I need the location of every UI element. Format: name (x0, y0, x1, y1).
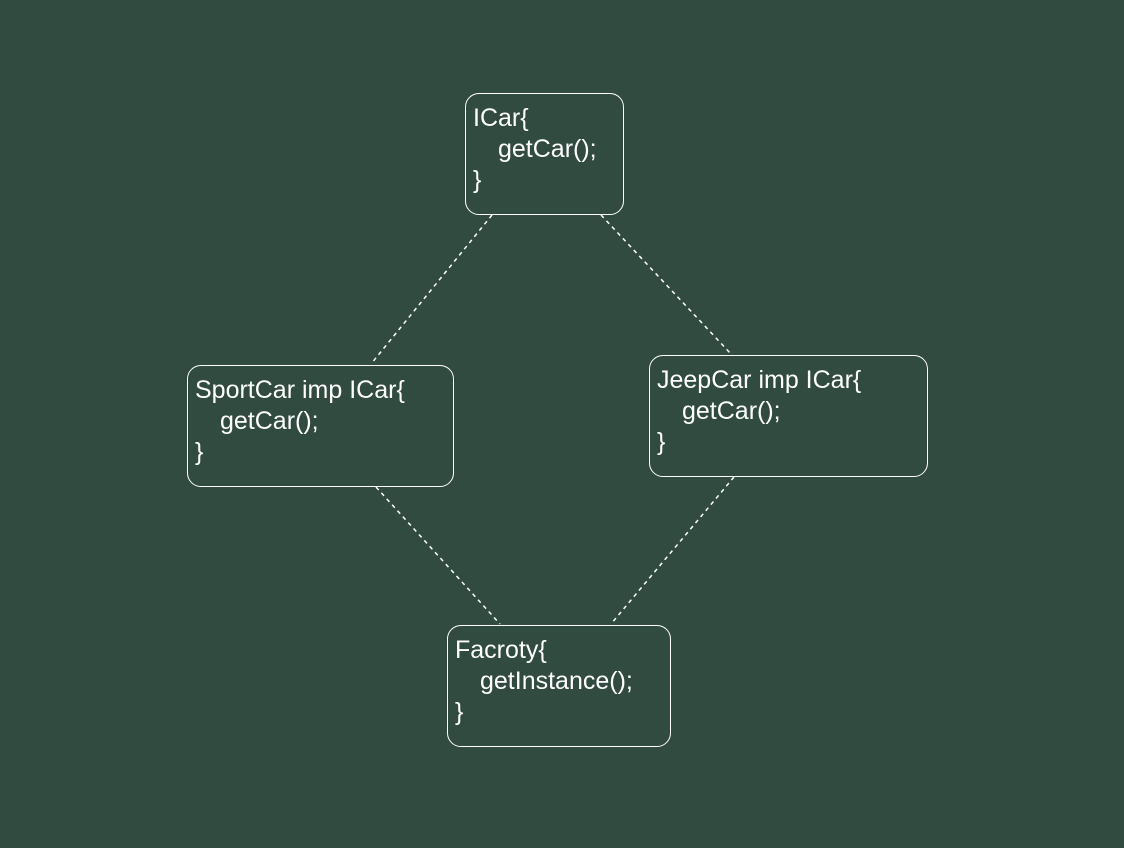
jeepcar-header: JeepCar imp ICar{ (657, 366, 862, 394)
icar-header: ICar{ (473, 104, 529, 132)
factory-close-brace: } (455, 698, 464, 726)
jeepcar-close-brace: } (657, 428, 666, 456)
edge-icar-sportcar (370, 214, 493, 365)
icar-method: getCar(); (498, 135, 597, 163)
factory-method: getInstance(); (480, 667, 633, 695)
jeepcar-method: getCar(); (682, 397, 781, 425)
sportcar-header: SportCar imp ICar{ (195, 376, 405, 404)
sportcar-close-brace: } (195, 438, 204, 466)
edge-jeepcar-factory (610, 476, 735, 625)
sportcar-method: getCar(); (220, 407, 319, 435)
edge-icar-jeepcar (600, 214, 732, 355)
jeepcar-class-node: JeepCar imp ICar{ getCar(); } (649, 355, 928, 477)
icar-interface-node: ICar{ getCar(); } (465, 93, 624, 215)
sportcar-class-node: SportCar imp ICar{ getCar(); } (187, 365, 454, 487)
edge-sportcar-factory (375, 486, 501, 625)
factory-class-node: Facroty{ getInstance(); } (447, 625, 671, 747)
icar-close-brace: } (473, 166, 482, 194)
factory-header: Facroty{ (455, 636, 547, 664)
